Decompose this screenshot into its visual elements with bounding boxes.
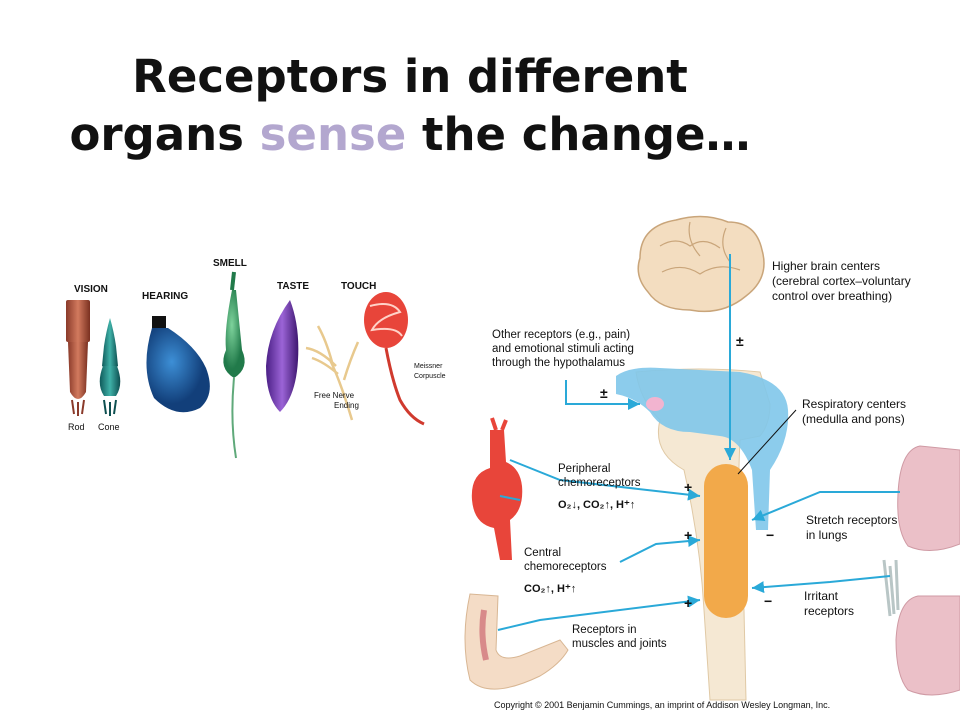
- arrow-peripheral-tail: [499, 495, 521, 501]
- brain-shape: [637, 215, 765, 313]
- title-highlight-word: sense: [259, 108, 407, 161]
- taste-cell-shape: [266, 300, 299, 412]
- title-line-1: Receptors in different: [132, 50, 688, 103]
- arm-shape: [464, 593, 569, 690]
- title-line-2-post: the change…: [406, 108, 751, 161]
- rod-cell-shape: [66, 300, 90, 416]
- hair-cell-shape: [146, 316, 210, 413]
- respiratory-center-shape: [704, 464, 748, 618]
- sign-periph: +: [684, 479, 692, 495]
- signal-arrows: [497, 254, 900, 631]
- label-irritant-2: receptors: [804, 604, 854, 618]
- sign-higher: ±: [736, 333, 744, 349]
- leader-resp-center: [737, 409, 797, 475]
- sign-muscle: +: [684, 595, 692, 611]
- respiratory-labels: Higher brain centers (cerebral cortex–vo…: [492, 259, 911, 710]
- sign-central: +: [684, 527, 692, 543]
- respiratory-control-diagram: Higher brain centers (cerebral cortex–vo…: [464, 215, 960, 710]
- label-meissner-1: Meissner: [414, 363, 443, 370]
- label-meissner-2: Corpuscle: [414, 373, 446, 380]
- arrow-peripheral: [509, 459, 701, 501]
- free-nerve-ending-shape: [305, 325, 360, 421]
- label-other-1: Other receptors (e.g., pain): [492, 329, 630, 341]
- title-line-2-pre: organs: [69, 108, 260, 161]
- label-free-nerve-1: Free Nerve: [314, 391, 355, 400]
- label-other-2: and emotional stimuli acting: [492, 343, 634, 355]
- label-periph-3: O₂↓, CO₂↑, H⁺↑: [558, 499, 635, 511]
- label-irritant-1: Irritant: [804, 589, 839, 603]
- label-vision: VISION: [74, 284, 108, 295]
- label-higher-1: Higher brain centers: [772, 259, 880, 273]
- label-stretch-2: in lungs: [806, 528, 847, 542]
- label-taste: TASTE: [277, 281, 309, 292]
- label-stretch-1: Stretch receptors: [806, 513, 897, 527]
- sensory-receptors-illustration: VISION HEARING SMELL TASTE TOUCH Rod Con…: [66, 258, 446, 459]
- sign-stretch: −: [766, 527, 774, 543]
- label-free-nerve-2: Ending: [334, 401, 359, 410]
- lungs-shape: [882, 445, 960, 696]
- arrow-stretch: [751, 491, 900, 521]
- label-muscle-2: muscles and joints: [572, 638, 667, 650]
- label-resp-1: Respiratory centers: [802, 397, 906, 411]
- label-hearing: HEARING: [142, 291, 188, 302]
- arrow-muscle: [497, 595, 701, 631]
- arrow-irritant: [751, 575, 891, 594]
- arrow-other-receptors: [565, 380, 640, 410]
- label-higher-3: control over breathing): [772, 289, 892, 303]
- label-central-1: Central: [524, 547, 561, 559]
- label-rod: Rod: [68, 422, 85, 432]
- page-title: Receptors in different organs sense the …: [0, 48, 820, 164]
- label-resp-2: (medulla and pons): [802, 412, 905, 426]
- sign-other: ±: [600, 385, 608, 401]
- label-central-3: CO₂↑, H⁺↑: [524, 583, 576, 595]
- sign-irritant: −: [764, 593, 772, 609]
- brainstem-shape: [616, 367, 789, 701]
- arrow-central: [619, 535, 701, 563]
- copyright-notice: Copyright © 2001 Benjamin Cummings, an i…: [494, 700, 830, 710]
- label-periph-2: chemoreceptors: [558, 477, 641, 489]
- title-line-2: organs sense the change…: [0, 106, 820, 164]
- meissner-corpuscle-shape: [364, 292, 425, 426]
- label-cone: Cone: [98, 422, 120, 432]
- label-other-3: through the hypothalamus: [492, 357, 625, 369]
- label-smell: SMELL: [213, 258, 247, 269]
- label-muscle-1: Receptors in: [572, 624, 637, 636]
- label-periph-1: Peripheral: [558, 463, 610, 475]
- cone-cell-shape: [99, 318, 121, 416]
- label-central-2: chemoreceptors: [524, 561, 607, 573]
- olfactory-cell-shape: [223, 271, 245, 459]
- label-higher-2: (cerebral cortex–voluntary: [772, 274, 911, 288]
- label-touch: TOUCH: [341, 281, 376, 292]
- aorta-shape: [471, 417, 523, 560]
